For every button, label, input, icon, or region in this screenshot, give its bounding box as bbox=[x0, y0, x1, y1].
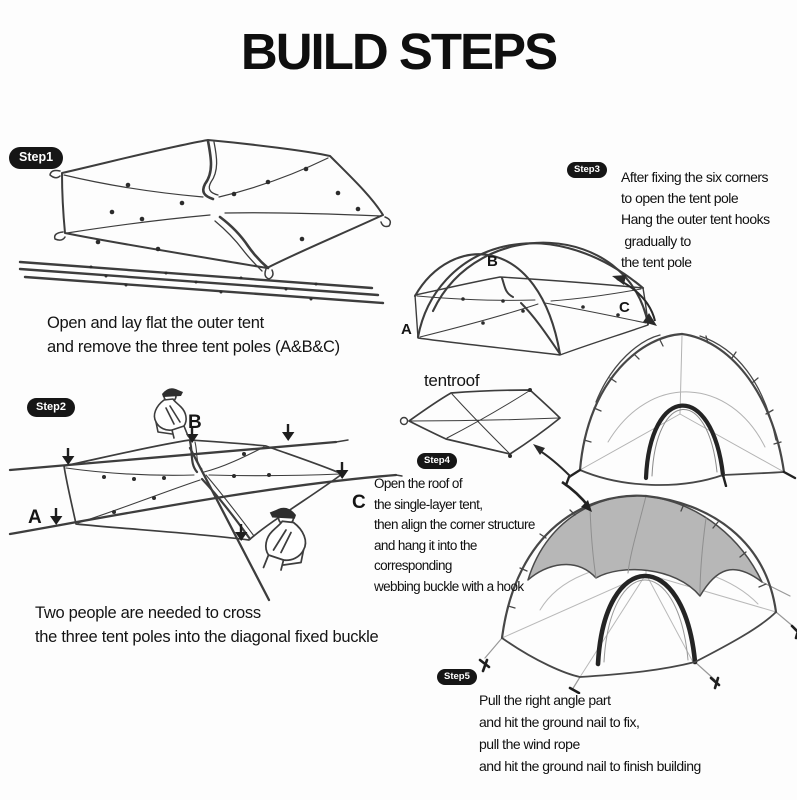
person-figure-top bbox=[153, 388, 189, 439]
step2-pole-label-c: C bbox=[352, 492, 366, 513]
step3-hung-tent-diagram bbox=[564, 332, 797, 487]
page-title: BUILD STEPS bbox=[240, 23, 558, 80]
step3-pole-frame-diagram bbox=[413, 241, 657, 356]
tentroof-label: tentroof bbox=[424, 371, 480, 390]
step1-badge: Step1 bbox=[9, 147, 64, 169]
step1-flat-tent-diagram bbox=[18, 139, 392, 305]
step4-badge: Step4 bbox=[417, 453, 457, 469]
step2-pole-label-b: B bbox=[188, 412, 202, 433]
step2-badge: Step2 bbox=[27, 398, 75, 418]
step1-caption: Open and lay flat the outer tent and rem… bbox=[47, 314, 340, 356]
step3-badge: Step3 bbox=[567, 162, 607, 178]
step2-caption: Two people are needed to cross the three… bbox=[35, 604, 379, 646]
tentroof-diagram bbox=[399, 388, 572, 478]
person-figure-bottom bbox=[262, 507, 307, 571]
step5-finished-tent-diagram bbox=[478, 480, 797, 694]
step2-cross-poles-diagram bbox=[8, 388, 403, 602]
step3-pole-label-c: C bbox=[619, 299, 630, 316]
step3-pole-label-b: B bbox=[487, 253, 498, 270]
step4-instructions: Open the roof of the single-layer tent, … bbox=[374, 476, 535, 594]
step2-pole-label-a: A bbox=[28, 507, 42, 528]
step3-instructions: After fixing the six corners to open the… bbox=[621, 169, 770, 270]
step5-badge: Step5 bbox=[437, 669, 477, 685]
step5-instructions: Pull the right angle part and hit the gr… bbox=[479, 692, 701, 774]
step3-pole-label-a: A bbox=[401, 321, 412, 338]
